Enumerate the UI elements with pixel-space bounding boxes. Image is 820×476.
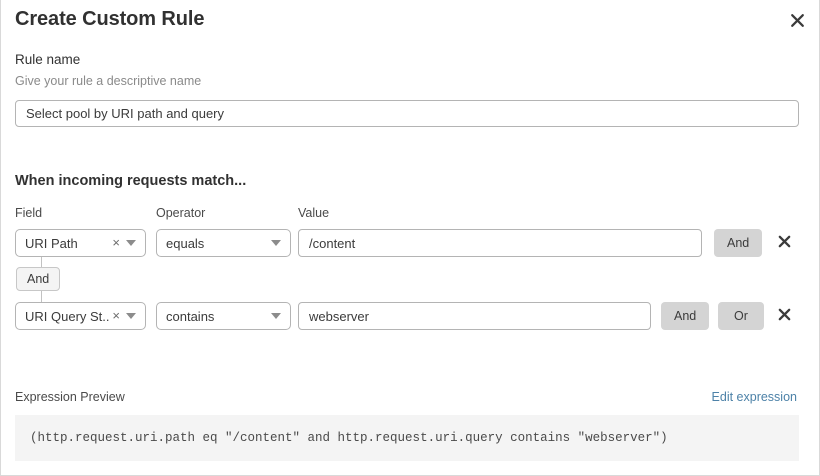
operator-select-2-value: contains xyxy=(166,308,215,324)
operator-select-1[interactable]: equals xyxy=(156,229,291,257)
column-header-field: Field xyxy=(15,206,43,220)
operator-select-2[interactable]: contains xyxy=(156,302,291,330)
chevron-down-icon xyxy=(126,240,136,246)
close-button[interactable] xyxy=(783,6,811,34)
rule-name-input[interactable] xyxy=(15,100,799,127)
operator-select-1-value: equals xyxy=(166,235,205,251)
close-icon xyxy=(790,13,805,28)
expression-preview-label: Expression Preview xyxy=(15,390,125,404)
condition-row: URI Path × equals And xyxy=(1,229,819,257)
condition-row: URI Query St... × contains And Or xyxy=(1,302,819,330)
match-section-heading: When incoming requests match... xyxy=(15,173,247,189)
chevron-down-icon xyxy=(126,313,136,319)
field-select-1[interactable]: URI Path × xyxy=(15,229,146,257)
expression-preview-code: (http.request.uri.path eq "/content" and… xyxy=(15,415,799,461)
field-select-2-value: URI Query St... xyxy=(25,308,111,324)
clear-icon[interactable]: × xyxy=(112,235,120,250)
value-input-2[interactable] xyxy=(298,302,651,330)
chevron-down-icon xyxy=(271,313,281,319)
field-select-1-value: URI Path xyxy=(25,235,78,251)
chevron-down-icon xyxy=(271,240,281,246)
delete-icon xyxy=(778,308,791,324)
or-button-2[interactable]: Or xyxy=(718,302,764,330)
delete-icon xyxy=(778,235,791,251)
rule-name-help-text: Give your rule a descriptive name xyxy=(15,74,202,88)
and-button-2[interactable]: And xyxy=(661,302,710,330)
group-connector-and-chip[interactable]: And xyxy=(16,267,61,291)
rule-name-label: Rule name xyxy=(15,52,81,67)
delete-condition-button-2[interactable] xyxy=(773,302,795,330)
edit-expression-link[interactable]: Edit expression xyxy=(711,390,797,404)
column-header-value: Value xyxy=(298,206,330,220)
delete-condition-button-1[interactable] xyxy=(773,229,795,257)
and-button-1[interactable]: And xyxy=(714,229,763,257)
field-select-2[interactable]: URI Query St... × xyxy=(15,302,146,330)
clear-icon[interactable]: × xyxy=(112,308,120,323)
value-input-1[interactable] xyxy=(298,229,702,257)
column-header-operator: Operator xyxy=(156,206,206,220)
page-title: Create Custom Rule xyxy=(15,8,205,30)
